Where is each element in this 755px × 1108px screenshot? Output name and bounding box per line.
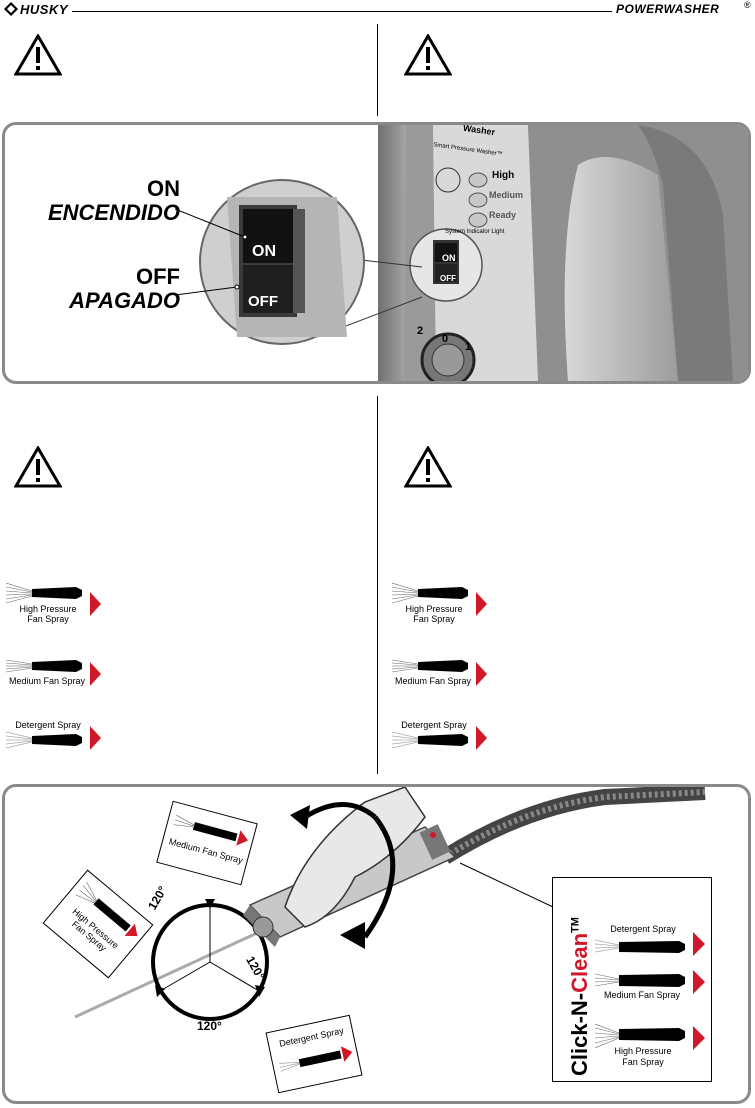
registered-mark: ® [744,0,751,10]
card-high-pressure: High Pressure Fan Spray [42,869,154,979]
fan-spray-icon [392,582,487,616]
husky-logo [4,2,18,21]
on-label-es: ENCENDIDO [47,200,180,225]
off-label: OFF [136,264,180,289]
nozzle-medium-fan: Medium Fan Spray [6,656,106,696]
fan-spray-icon [75,881,138,937]
nozzle-label-line1: High Pressure [405,604,463,614]
cnc-item-label: Detergent Spray [610,924,676,934]
rotation-diagram [74,787,706,1021]
panel-indicator: System Indicator Light [445,229,505,235]
nozzle-label: Detergent Spray [15,720,81,730]
rotation-figure-panel: Medium Fan Spray High Pressure Fan Spray… [2,784,751,1104]
cnc-item-detergent: Detergent Spray [595,924,705,960]
nozzle-label-line1: High Pressure [19,604,77,614]
angle-label-bottom: 120° [197,1019,222,1033]
card-medium-fan: Medium Fan Spray [156,800,258,886]
warning-icon-top-right [404,34,452,76]
small-switch-off: OFF [440,274,456,283]
dial-label-0: 0 [442,333,449,345]
cnc-item-label: Medium Fan Spray [603,990,681,1000]
machine-illustration [378,125,748,381]
cnc-item-label-line2: Fan Spray [622,1057,664,1067]
nozzle-label: Medium Fan Spray [394,676,472,686]
medium-spray-icon [392,659,487,686]
callout-leaders [175,208,248,295]
nozzle-medium-fan: Medium Fan Spray [392,656,492,696]
detergent-spray-icon [392,726,487,750]
husky-logo-icon [4,2,18,16]
title-tm: TM [569,917,582,933]
panel-high: High [492,170,515,181]
nozzle-detergent: Detergent Spray [6,718,106,758]
detergent-spray-icon [6,726,101,750]
warning-icon-top-left [14,34,62,76]
nozzle-list-left: High Pressure Fan Spray Medium Fan Spray… [6,582,106,752]
detergent-spray-icon [595,932,705,956]
click-n-clean-title: Click-N-CleanTM [567,917,593,1076]
column-divider-middle [377,396,378,774]
off-label-es: APAGADO [69,288,180,313]
warning-icon-mid-right [404,446,452,488]
big-switch-off: OFF [248,293,278,310]
card-detergent: Detergent Spray [265,1014,363,1094]
medium-spray-icon [6,659,101,686]
nozzle-label: Detergent Spray [401,720,467,730]
nozzle-label-line2: Fan Spray [27,614,69,624]
fan-spray-icon [6,582,101,616]
switch-figure-panel: Washer Smart Pressure Washer™ High Mediu… [2,122,751,384]
nozzle-high-pressure: High Pressure Fan Spray [6,582,106,632]
nozzle-high-pressure: High Pressure Fan Spray [392,582,492,632]
nozzle-detergent: Detergent Spray [392,718,492,758]
panel-medium: Medium [489,190,524,200]
cnc-item-high-pressure: High Pressure Fan Spray [595,1024,705,1076]
nozzle-label: Medium Fan Spray [8,676,86,686]
detergent-spray-icon [279,1046,353,1072]
fan-spray-icon [595,1024,705,1050]
column-divider-top [377,24,378,116]
medium-spray-icon [173,814,249,846]
title-part2: Clean [567,932,592,993]
small-switch-on: ON [442,253,456,263]
panel-ready: Ready [489,210,517,220]
click-n-clean-box: Click-N-CleanTM Detergent Spray Medium F… [552,877,712,1082]
big-switch-on: ON [252,243,276,260]
brand-name: HUSKY [20,2,69,17]
header: HUSKY POWERWASHER ® [0,0,755,22]
title-part1: Click-N- [567,992,592,1076]
cnc-item-label-line1: High Pressure [614,1046,672,1056]
dial-label-2: 2 [417,325,424,337]
nozzle-list-right: High Pressure Fan Spray Medium Fan Spray… [392,582,492,752]
on-label: ON [147,176,180,201]
cnc-item-medium: Medium Fan Spray [595,970,705,1010]
switch-magnifier [199,179,423,345]
dial-label-1: 1 [465,341,472,353]
header-rule [72,11,612,12]
medium-spray-icon [595,970,705,994]
product-name: POWERWASHER [616,2,720,16]
warning-icon-mid-left [14,446,62,488]
nozzle-label-line2: Fan Spray [413,614,455,624]
